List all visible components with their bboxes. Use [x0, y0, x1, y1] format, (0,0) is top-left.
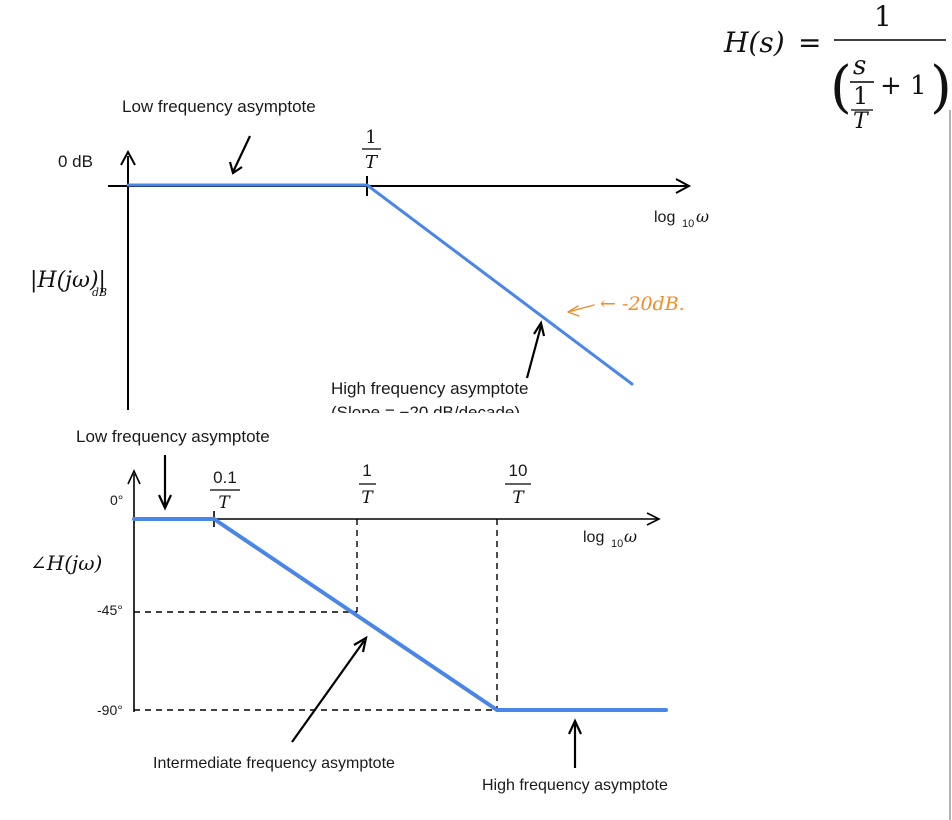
magnitude-y-axis-arrowhead	[120, 149, 136, 166]
transfer-function-formula: H(s) = 1 ( s 1 T + 1 )	[723, 0, 952, 134]
handwritten-note: ← -20dB.	[600, 293, 685, 315]
magnitude-low-pointer-arrow	[232, 135, 251, 173]
handwritten-arrow	[567, 304, 595, 317]
magnitude-high-asymptote-line	[365, 183, 634, 386]
phase-x-label-var: ω	[624, 527, 637, 546]
phase-low-pointer-arrowhead	[158, 494, 172, 511]
phase-tick-10-numerator: 10	[509, 461, 528, 480]
phase-high-pointer-arrowhead	[568, 718, 582, 735]
phase-y-label: ∠H(jω)	[30, 551, 102, 575]
formula-plus-one: + 1	[880, 71, 927, 101]
phase-high-asymptote-label: High frequency asymptote	[482, 777, 668, 794]
magnitude-high-asymptote-label: High frequency asymptote	[331, 379, 529, 398]
phase-tick-1-denominator: T	[361, 488, 374, 508]
magnitude-low-asymptote-label: Low frequency asymptote	[122, 97, 316, 116]
phase-y-axis-arrowhead	[127, 469, 141, 485]
magnitude-x-label: log	[654, 209, 675, 226]
phase-intermediate-asymptote-line	[212, 517, 499, 712]
magnitude-corner-denominator: T	[365, 152, 379, 173]
phase-tick-10-denominator: T	[512, 488, 525, 508]
magnitude-x-label-var: ω	[696, 207, 709, 226]
phase-x-axis-arrowhead	[646, 512, 661, 526]
formula-equals: =	[798, 26, 821, 59]
formula-inner-den-denominator: T	[853, 109, 870, 134]
magnitude-x-axis-arrowhead	[675, 178, 692, 194]
magnitude-high-pointer-arrowhead	[533, 320, 546, 337]
phase-x-label-sub: 10	[611, 538, 623, 550]
phase-y-tick-90: -90°	[97, 702, 123, 718]
magnitude-high-pointer-arrow	[525, 325, 543, 379]
phase-intermediate-pointer-arrow	[291, 640, 365, 743]
formula-left-paren: (	[830, 55, 852, 120]
magnitude-y-label: |H(jω)|	[30, 268, 106, 293]
phase-y-tick-45: -45°	[97, 602, 123, 618]
handwritten-annotation: ← -20dB.	[567, 293, 685, 317]
formula-numerator: 1	[874, 0, 892, 33]
phase-tick-01-denominator: T	[218, 493, 231, 513]
phase-plot: Low frequency asymptote 0° -45° -90° ∠H(…	[30, 427, 668, 794]
phase-x-label: log	[583, 529, 604, 546]
phase-y-tick-0: 0°	[110, 492, 123, 508]
magnitude-y-tick-0db: 0 dB	[58, 152, 93, 171]
magnitude-low-pointer-arrowhead	[228, 161, 243, 175]
phase-intermediate-pointer-arrowhead	[353, 635, 368, 653]
phase-tick-01-numerator: 0.1	[213, 468, 237, 487]
phase-low-asymptote-label: Low frequency asymptote	[76, 427, 270, 446]
magnitude-plot: 0 dB 1 T |H(jω)| dB log 10 ω Low frequen…	[30, 97, 709, 422]
formula-inner-numerator: s	[853, 51, 866, 81]
formula-right-paren: )	[930, 55, 952, 120]
magnitude-corner-numerator: 1	[365, 127, 376, 148]
magnitude-slope-label: (Slope = −20 dB/decade)	[331, 403, 520, 422]
formula-inner-den-numerator: 1	[853, 82, 868, 110]
phase-tick-1-numerator: 1	[362, 461, 371, 480]
magnitude-y-label-sub: dB	[92, 286, 107, 299]
magnitude-x-label-sub: 10	[682, 218, 694, 230]
formula-lhs: H(s)	[723, 26, 785, 59]
phase-intermediate-asymptote-label: Intermediate frequency asymptote	[153, 755, 395, 772]
